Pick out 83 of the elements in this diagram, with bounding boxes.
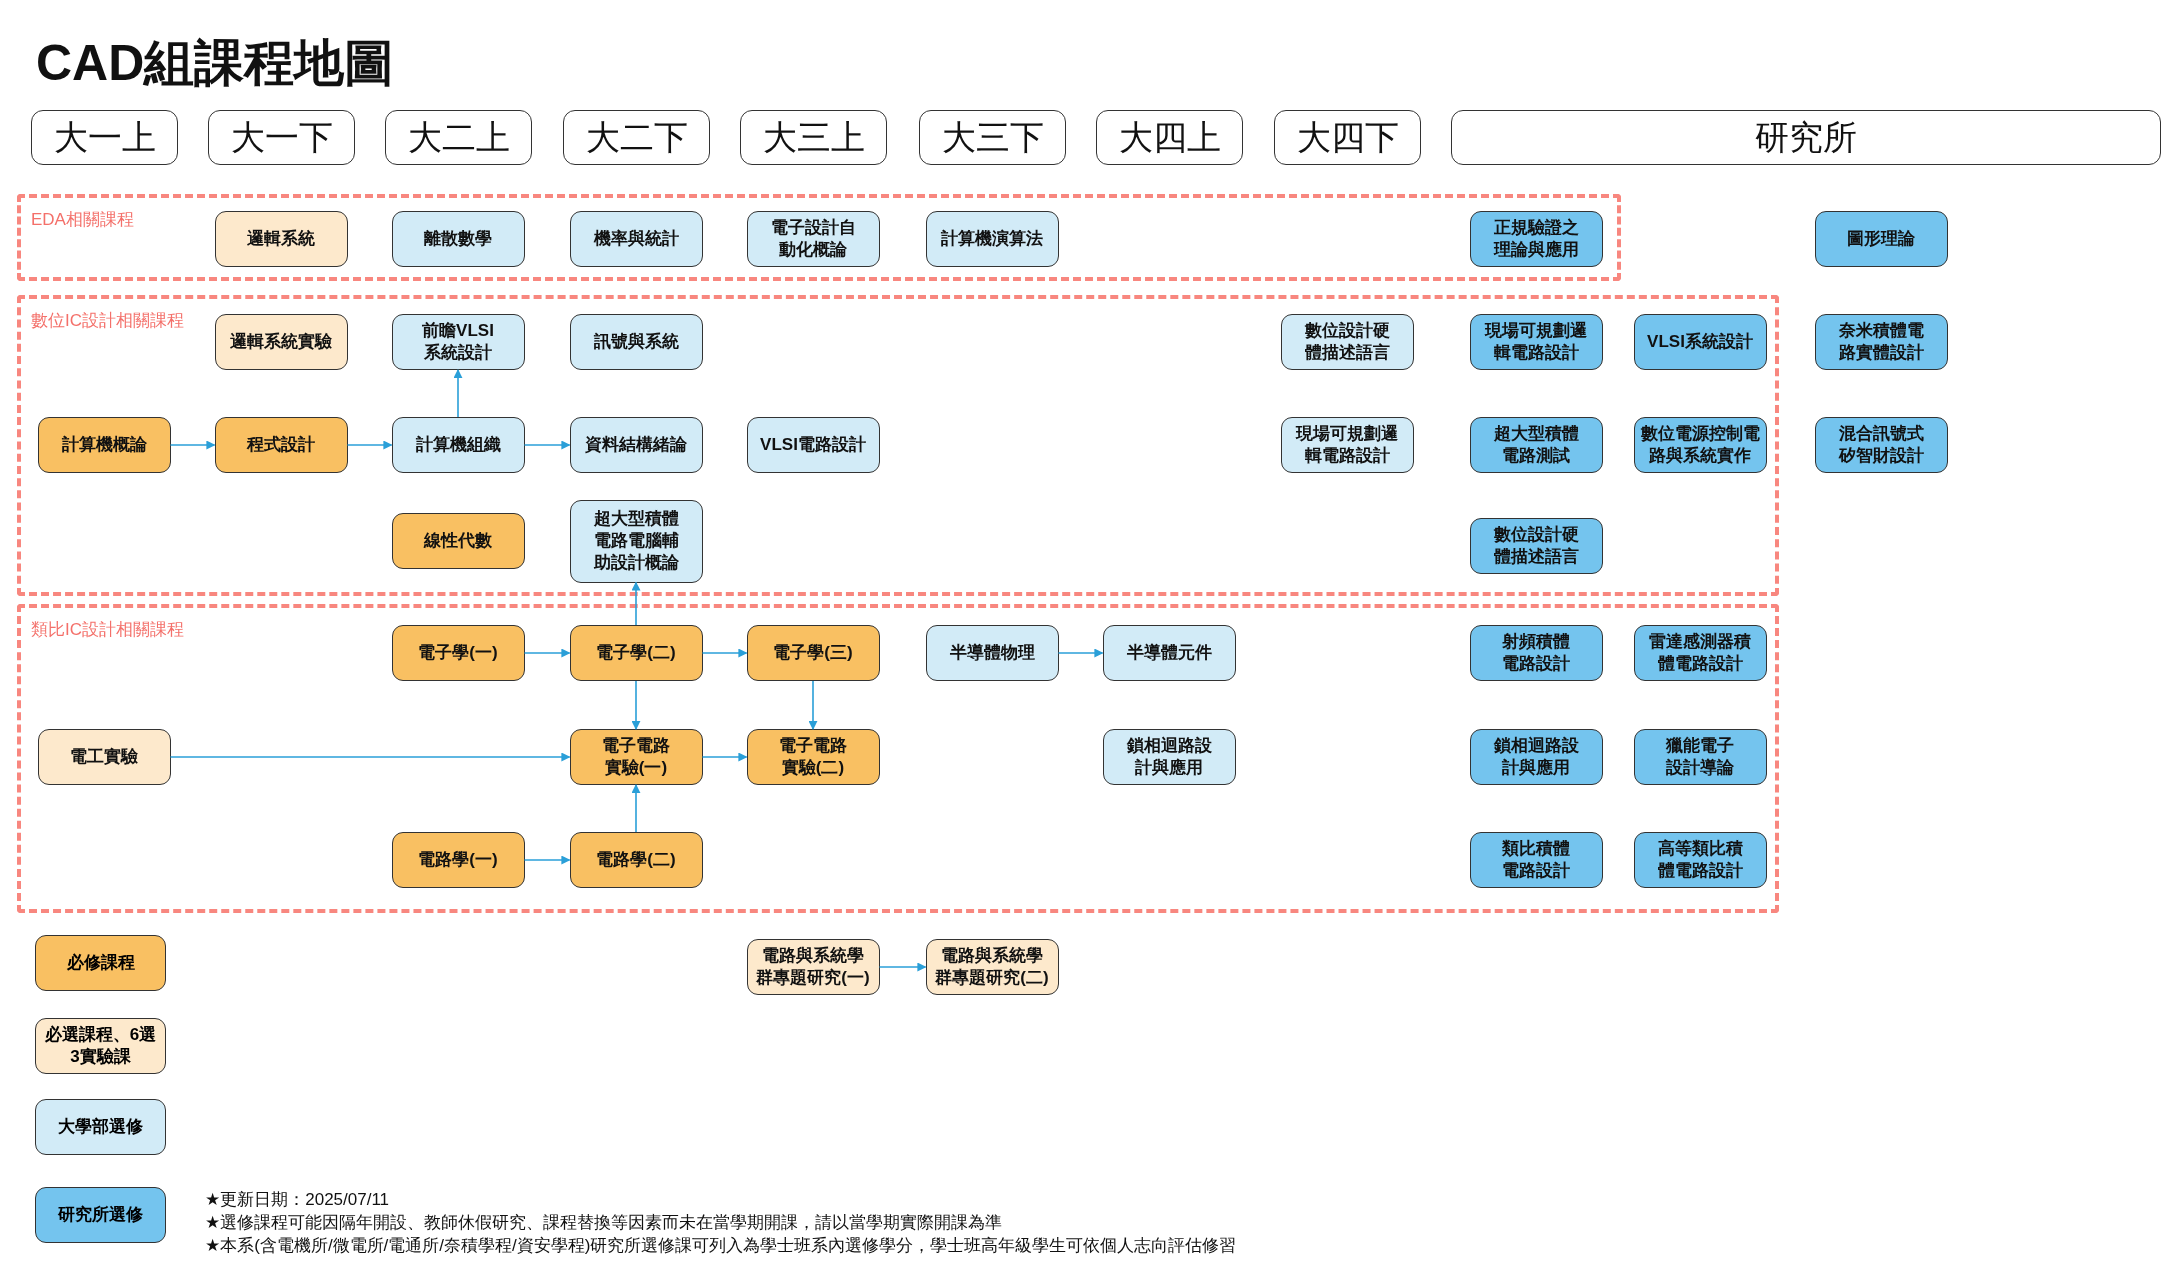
semester-header: 大二下	[563, 110, 710, 165]
course-box: 類比積體電路設計	[1469, 832, 1603, 888]
course-box: 計算機概論	[37, 417, 171, 473]
arrow	[523, 440, 571, 450]
course-box: 半導體元件	[1102, 625, 1236, 681]
course-box: 計算機演算法	[925, 211, 1059, 267]
footnote: ★本系(含電機所/微電所/電通所/奈積學程/資安學程)研究所選修課可列入為學士班系內選修學分，學士班高年級學生可依個人志向評估修習	[205, 1235, 1237, 1257]
semester-header: 大三上	[740, 110, 887, 165]
semester-header: 大三下	[919, 110, 1066, 165]
course-box: 射頻積體電路設計	[1469, 625, 1603, 681]
course-box: 電子電路實驗(二)	[746, 729, 880, 785]
course-box: 電子設計自動化概論	[746, 211, 880, 267]
course-box: 鎖相迴路設計與應用	[1102, 729, 1236, 785]
semester-header: 研究所	[1451, 110, 2161, 165]
legend-label: 必選課程、6選3實驗課	[44, 1023, 157, 1068]
course-box: 邏輯系統	[214, 211, 348, 267]
course-box: 獵能電子設計導論	[1633, 729, 1767, 785]
semester-header: 大四下	[1274, 110, 1421, 165]
arrow	[808, 680, 818, 730]
arrow	[346, 440, 393, 450]
arrow	[169, 440, 216, 450]
course-box: 電路學(一)	[391, 832, 525, 888]
course-box: 圖形理論	[1814, 211, 1948, 267]
legend-label: 必修課程	[66, 951, 135, 974]
arrow	[631, 581, 641, 626]
course-box: 電子學(二)	[569, 625, 703, 681]
course-box: 線性代數	[391, 513, 525, 569]
course-box: 電子學(三)	[746, 625, 880, 681]
course-box: 電子電路實驗(一)	[569, 729, 703, 785]
course-box: VLSI電路設計	[746, 417, 880, 473]
arrow	[631, 680, 641, 730]
course-box: 數位設計硬體描述語言	[1280, 314, 1414, 370]
course-box: 邏輯系統實驗	[214, 314, 348, 370]
course-box: 現場可規劃邏輯電路設計	[1469, 314, 1603, 370]
dashed-group-frame	[17, 295, 1779, 596]
arrow	[701, 648, 748, 658]
course-box: 半導體物理	[925, 625, 1059, 681]
group-heading: 數位IC設計相關課程	[31, 310, 184, 332]
dashed-group-frame	[17, 604, 1779, 913]
arrow	[169, 752, 571, 762]
course-box: 訊號與系統	[569, 314, 703, 370]
arrow	[523, 648, 571, 658]
course-box: 電路與系統學群專題研究(二)	[925, 939, 1059, 995]
course-box: 高等類比積體電路設計	[1633, 832, 1767, 888]
course-box: 資料結構緒論	[569, 417, 703, 473]
semester-header: 大二上	[385, 110, 532, 165]
arrow	[878, 962, 927, 972]
course-box: 計算機組織	[391, 417, 525, 473]
arrow	[1057, 648, 1104, 658]
course-box: 奈米積體電路實體設計	[1814, 314, 1948, 370]
group-heading: 類比IC設計相關課程	[31, 619, 184, 641]
semester-header: 大一上	[31, 110, 178, 165]
course-box: 超大型積體電路電腦輔助設計概論	[569, 499, 703, 583]
course-box: 鎖相迴路設計與應用	[1469, 729, 1603, 785]
legend-label: 大學部選修	[58, 1115, 143, 1138]
course-box: 現場可規劃邏輯電路設計	[1280, 417, 1414, 473]
course-box: 電路學(二)	[569, 832, 703, 888]
course-box: 混合訊號式矽智財設計	[1814, 417, 1948, 473]
course-box: 電路與系統學群專題研究(一)	[746, 939, 880, 995]
dashed-group-frame	[17, 194, 1621, 281]
course-box: 數位設計硬體描述語言	[1469, 518, 1603, 574]
arrow	[523, 855, 571, 865]
course-box: 電子學(一)	[391, 625, 525, 681]
course-box: 程式設計	[214, 417, 348, 473]
course-box: 超大型積體電路測試	[1469, 417, 1603, 473]
group-heading: EDA相關課程	[31, 209, 134, 231]
arrow	[631, 784, 641, 833]
semester-header: 大四上	[1096, 110, 1243, 165]
footnote: ★選修課程可能因隔年開設、教師休假研究、課程替換等因素而未在當學期開課，請以當學期實際開課為準	[205, 1212, 1003, 1234]
course-box: 數位電源控制電路與系統實作	[1633, 417, 1767, 473]
arrow	[453, 369, 463, 418]
course-box: VLSI系統設計	[1633, 314, 1767, 370]
semester-header: 大一下	[208, 110, 355, 165]
legend-label: 研究所選修	[58, 1203, 143, 1226]
course-box: 雷達感測器積體電路設計	[1633, 625, 1767, 681]
arrow	[701, 752, 748, 762]
course-box: 前瞻VLSI系統設計	[391, 314, 525, 370]
footnote: ★更新日期：2025/07/11	[205, 1189, 390, 1211]
course-box: 機率與統計	[569, 211, 703, 267]
course-box: 電工實驗	[37, 729, 171, 785]
course-box: 離散數學	[391, 211, 525, 267]
course-box: 正規驗證之理論與應用	[1469, 211, 1603, 267]
diagram-title: CAD組課程地圖	[36, 34, 395, 93]
